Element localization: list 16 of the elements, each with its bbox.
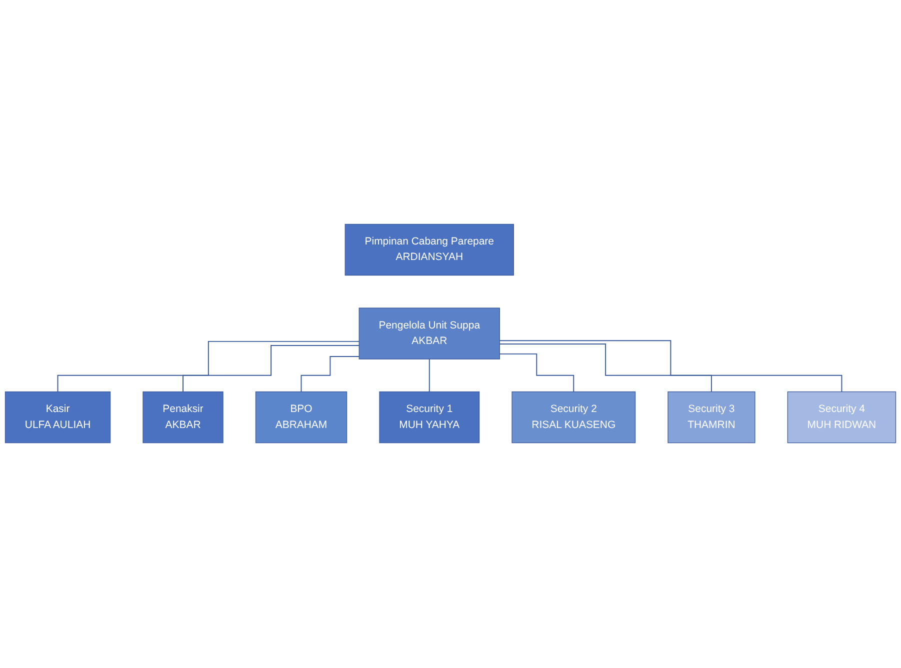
node-box: BPO ABRAHAM (255, 392, 348, 444)
connector (499, 340, 842, 393)
node-box: Security 1 MUH YAHYA (379, 392, 480, 444)
node-box: Pengelola Unit Suppa AKBAR (358, 308, 500, 360)
node-box: Pimpinan Cabang Parepare ARDIANSYAH (344, 224, 514, 276)
node-box: Security 4 MUH RIDWAN (787, 392, 896, 444)
node-box: Penaksir AKBAR (142, 392, 224, 444)
connector (428, 359, 430, 393)
connector (499, 354, 574, 393)
connector (300, 356, 360, 393)
node-box: Security 2 RISAL KUASENG (512, 392, 636, 444)
node-box: Kasir ULFA AULIAH (4, 392, 111, 444)
connector (499, 344, 712, 393)
connector (57, 341, 360, 393)
connector (182, 345, 360, 393)
node-box: Security 3 THAMRIN (668, 392, 756, 444)
